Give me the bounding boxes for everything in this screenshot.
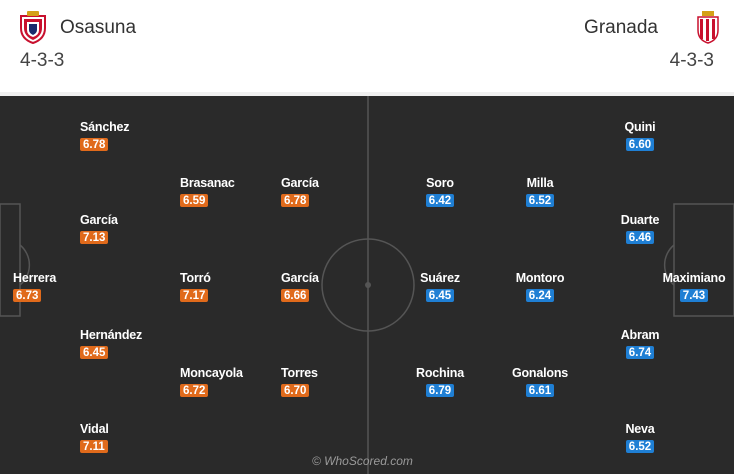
player-name: Torró (180, 271, 211, 285)
away-player-suarez[interactable]: Suárez 6.45 (400, 271, 480, 304)
player-name: Sánchez (80, 120, 130, 134)
player-name: Rochina (416, 366, 464, 380)
player-name: Torres (281, 366, 318, 380)
pitch-lines (0, 96, 734, 474)
home-player-garcia-def[interactable]: García 7.13 (63, 213, 143, 246)
home-player-garcia-mid[interactable]: García 6.66 (265, 271, 345, 304)
player-rating: 6.45 (80, 346, 109, 359)
away-formation: 4-3-3 (669, 50, 714, 71)
home-player-garcia-mid-top[interactable]: García 6.78 (265, 176, 345, 209)
granada-crest-icon (697, 11, 719, 44)
player-rating: 6.59 (180, 194, 209, 207)
player-rating: 6.61 (525, 384, 555, 397)
away-player-montoro[interactable]: Montoro 6.24 (500, 271, 580, 304)
away-player-rochina[interactable]: Rochina 6.79 (400, 366, 480, 399)
header-divider (0, 92, 734, 96)
player-rating: 6.78 (281, 194, 310, 207)
away-player-abram[interactable]: Abram 6.74 (600, 328, 680, 361)
home-player-torres[interactable]: Torres 6.70 (265, 366, 345, 399)
player-name: García (281, 176, 319, 190)
player-rating: 6.73 (13, 289, 42, 302)
player-name: Neva (625, 422, 655, 436)
home-player-hernandez[interactable]: Hernández 6.45 (63, 328, 153, 361)
away-player-quini[interactable]: Quini 6.60 (600, 120, 680, 153)
player-rating: 6.52 (625, 440, 655, 453)
home-player-sanchez[interactable]: Sánchez 6.78 (63, 120, 143, 153)
player-name: Vidal (80, 422, 109, 436)
player-rating: 6.74 (625, 346, 655, 359)
player-name: Hernández (80, 328, 143, 342)
player-rating: 7.43 (679, 289, 709, 302)
player-rating: 6.45 (425, 289, 455, 302)
player-name: Herrera (13, 271, 57, 285)
away-player-maximiano[interactable]: Maximiano 7.43 (654, 271, 734, 304)
player-name: Quini (624, 120, 656, 134)
player-rating: 6.66 (281, 289, 310, 302)
player-rating: 7.17 (180, 289, 209, 302)
home-player-herrera[interactable]: Herrera 6.73 (0, 271, 80, 304)
player-name: Moncayola (180, 366, 243, 380)
player-rating: 6.70 (281, 384, 310, 397)
away-player-gonalons[interactable]: Gonalons 6.61 (500, 366, 580, 399)
home-formation: 4-3-3 (20, 50, 65, 71)
away-player-soro[interactable]: Soro 6.42 (400, 176, 480, 209)
player-name: Milla (526, 176, 554, 190)
player-name: García (281, 271, 319, 285)
pitch: Sánchez 6.78 Brasanac 6.59 García 6.78 G… (0, 96, 734, 474)
player-name: Duarte (620, 213, 660, 227)
player-name: Montoro (515, 271, 565, 285)
player-name: Maximiano (662, 271, 726, 285)
home-player-vidal[interactable]: Vidal 7.11 (63, 422, 143, 455)
player-name: Brasanac (180, 176, 235, 190)
home-team-name[interactable]: Osasuna (60, 17, 137, 38)
player-name: García (80, 213, 118, 227)
player-rating: 7.11 (80, 440, 108, 453)
player-rating: 6.79 (425, 384, 455, 397)
home-player-torro[interactable]: Torró 7.17 (165, 271, 245, 304)
away-player-neva[interactable]: Neva 6.52 (600, 422, 680, 455)
player-rating: 6.46 (625, 231, 655, 244)
home-player-moncayola[interactable]: Moncayola 6.72 (165, 366, 255, 399)
player-rating: 6.60 (625, 138, 655, 151)
match-header: Osasuna 4-3-3 Granada 4-3-3 (0, 0, 734, 92)
home-player-brasanac[interactable]: Brasanac 6.59 (165, 176, 245, 209)
player-name: Suárez (420, 271, 460, 285)
player-name: Gonalons (511, 366, 569, 380)
player-rating: 6.78 (80, 138, 109, 151)
player-name: Soro (426, 176, 454, 190)
away-player-duarte[interactable]: Duarte 6.46 (600, 213, 680, 246)
player-name: Abram (620, 328, 660, 342)
osasuna-crest-icon (20, 11, 46, 44)
watermark: © WhoScored.com (312, 454, 413, 468)
player-rating: 7.13 (80, 231, 109, 244)
player-rating: 6.72 (180, 384, 209, 397)
player-rating: 6.52 (525, 194, 555, 207)
away-team-name[interactable]: Granada (584, 17, 658, 38)
away-player-milla[interactable]: Milla 6.52 (500, 176, 580, 209)
player-rating: 6.42 (425, 194, 455, 207)
player-rating: 6.24 (525, 289, 555, 302)
